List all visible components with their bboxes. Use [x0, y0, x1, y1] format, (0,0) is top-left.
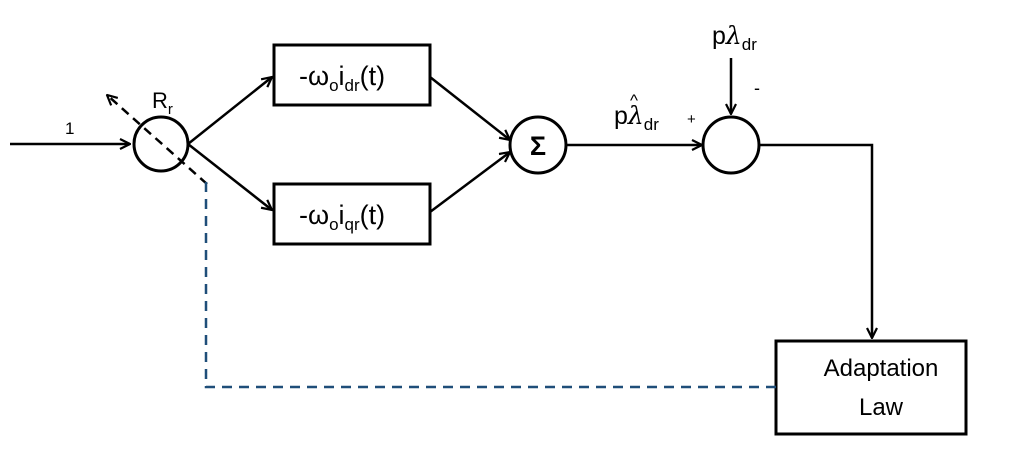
error-comparator	[701, 115, 761, 175]
input-label: 1	[65, 119, 74, 138]
minus-sign: -	[754, 78, 760, 98]
adaptation-label-line2: Law	[859, 394, 904, 421]
error-to-adaptation-line	[759, 143, 872, 338]
resistance-label: Rr	[152, 88, 173, 118]
block-omega-idr	[272, 43, 432, 107]
estimate-hat: ^	[630, 91, 638, 110]
branch-upper-line	[187, 77, 272, 145]
adaptation-label-line1: Adaptation	[824, 355, 939, 382]
block-omega-idr-label: -ωoidr(t)	[299, 61, 385, 95]
adjustable-arrow	[107, 95, 208, 185]
block-omega-iqr-label: -ωoiqr(t)	[299, 200, 385, 234]
feedback-dashed-line	[204, 180, 776, 389]
reference-label: pλdr	[712, 21, 757, 54]
block-q-to-sum-line	[429, 152, 510, 213]
estimate-label: pλdr	[614, 101, 659, 134]
sum-symbol: Σ	[530, 131, 546, 161]
branch-lower-line	[187, 143, 272, 210]
block-omega-iqr	[272, 182, 432, 246]
plus-sign: +	[687, 111, 696, 128]
block-d-to-sum-line	[429, 76, 510, 140]
